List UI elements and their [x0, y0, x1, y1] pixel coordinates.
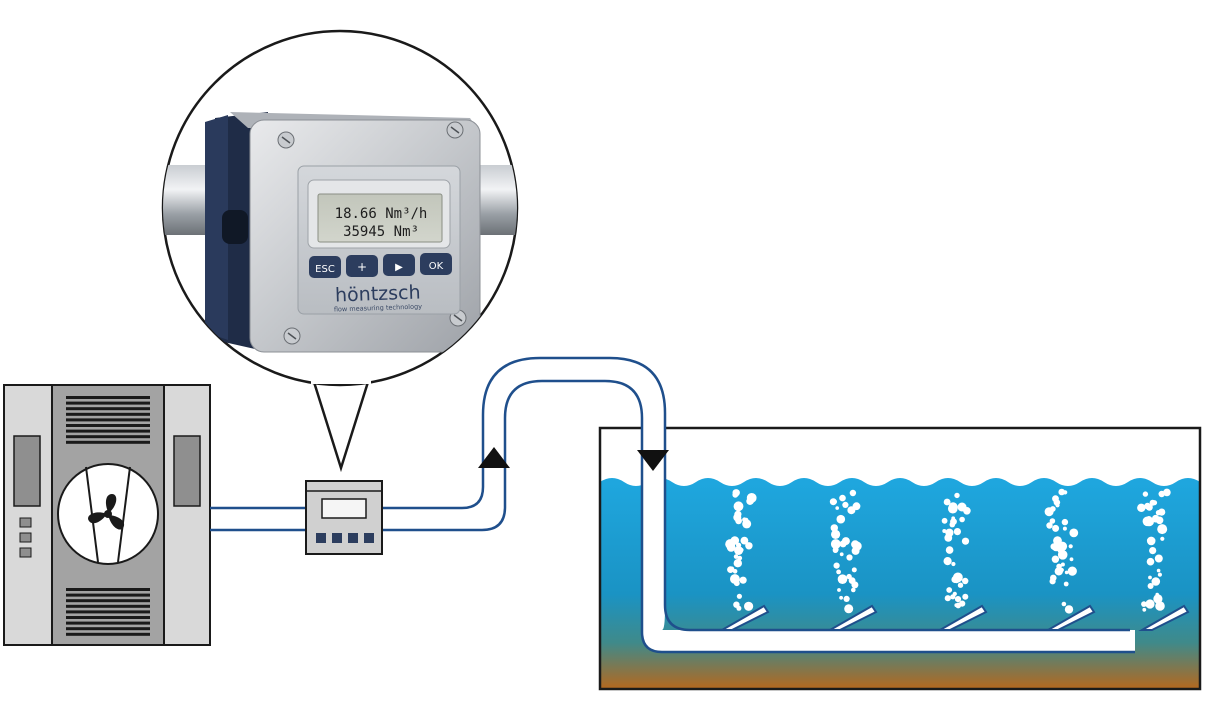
pipe-blower-to-meter: [210, 506, 306, 532]
lcd-line-2: 35945 Nm³: [343, 224, 419, 240]
ok-button[interactable]: OK: [420, 253, 452, 275]
blower-vent-top: [66, 396, 150, 444]
plus-button[interactable]: +: [346, 255, 378, 277]
diffuser: [718, 604, 770, 631]
water: [600, 478, 1200, 689]
triangle-down-arrow-icon: [637, 450, 669, 471]
blower-unit: [3, 384, 211, 646]
diffuser: [1044, 604, 1096, 631]
diffuser: [936, 604, 988, 631]
blower-side-window-right: [173, 435, 201, 507]
meter-lcd: [317, 193, 443, 243]
lcd-line-1: 18.66 Nm³/h: [335, 206, 428, 222]
brand-logo: höntzsch: [335, 282, 421, 307]
brand-tagline: flow measuring technology: [334, 302, 423, 313]
next-button-label: ▶: [395, 262, 403, 273]
flow-meter-photo: 18.66 Nm³/h 35945 Nm³ ESC + ▶ OK höntzsc…: [163, 112, 517, 353]
air-bubbles: [725, 488, 1171, 614]
next-button[interactable]: ▶: [383, 254, 415, 276]
blower-side-window-left: [13, 435, 41, 507]
triangle-up-arrow-icon: [478, 447, 510, 468]
diffuser: [1138, 604, 1190, 631]
pipe-meter-to-tank: [382, 356, 667, 532]
meter-schematic-display: [321, 498, 367, 519]
esc-button[interactable]: ESC: [309, 256, 341, 278]
blower-vent-bottom: [66, 588, 150, 636]
plus-button-label: +: [357, 260, 367, 274]
tank-pipe-network: [640, 425, 1190, 654]
zoom-callout: 18.66 Nm³/h 35945 Nm³ ESC + ▶ OK höntzsc…: [161, 29, 519, 473]
diffuser: [826, 604, 878, 631]
esc-button-label: ESC: [315, 264, 335, 275]
flow-meter-schematic: [305, 480, 383, 555]
fan-icon: [57, 463, 159, 565]
ok-button-label: OK: [429, 261, 444, 272]
